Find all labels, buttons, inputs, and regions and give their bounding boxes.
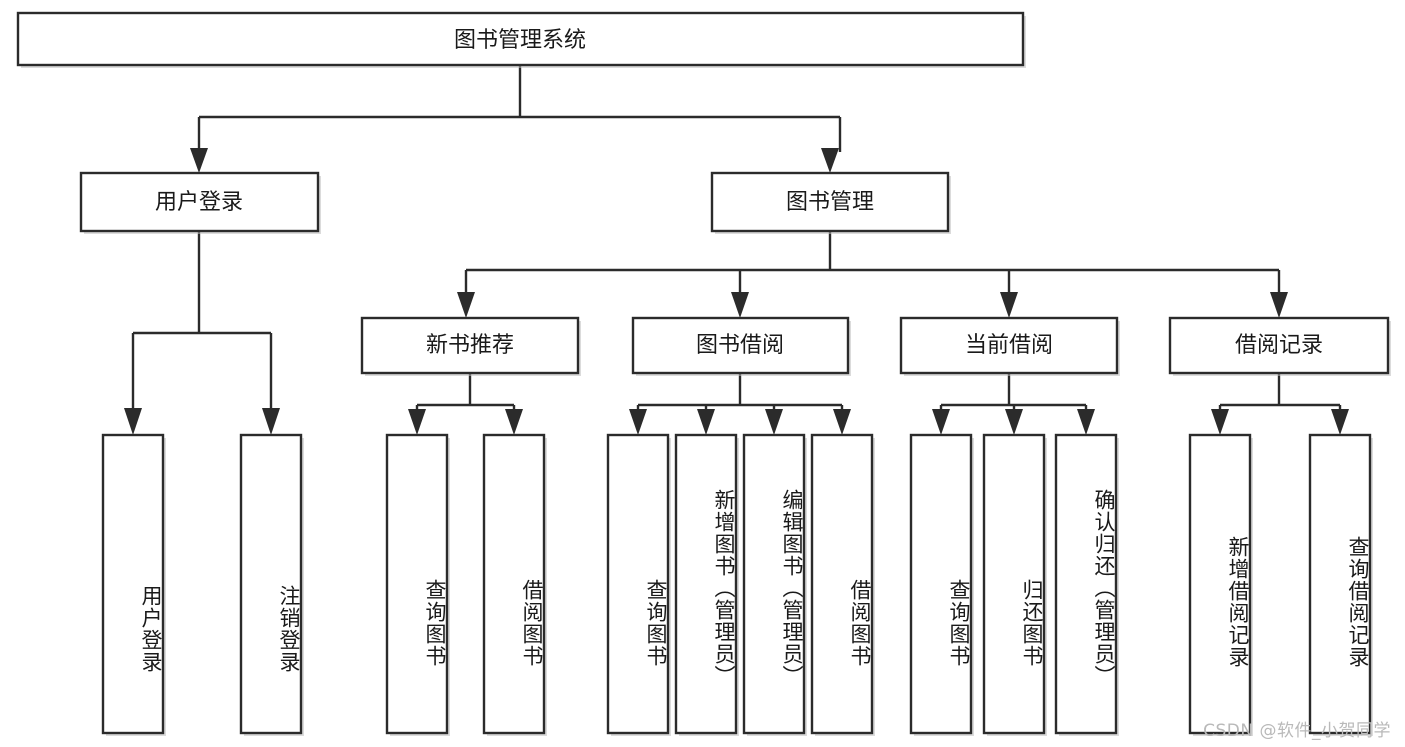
connector-root-to-level2 xyxy=(190,65,842,173)
leaf-box-logout[interactable] xyxy=(239,433,304,736)
leaf-box-return-book[interactable] xyxy=(982,433,1047,736)
leaf-box-user-login[interactable] xyxy=(101,433,166,736)
node-root[interactable]: 图书管理系统 xyxy=(16,11,1026,68)
connector-borrowrecord-to-leaves xyxy=(1211,373,1349,435)
node-user-login[interactable]: 用户登录 xyxy=(79,171,321,234)
node-user-login-label: 用户登录 xyxy=(155,190,243,215)
connector-bookmanage-to-level3 xyxy=(457,231,1288,318)
node-current-borrow[interactable]: 当前借阅 xyxy=(899,316,1120,376)
leaf-box-query-record[interactable] xyxy=(1308,433,1373,736)
csdn-watermark: CSDN @软件_小贺同学 xyxy=(1203,721,1391,741)
node-current-borrow-label: 当前借阅 xyxy=(965,333,1053,358)
leaf-box-borrow-book-1[interactable] xyxy=(482,433,547,736)
connector-userlogin-to-leaves xyxy=(124,231,280,435)
leaf-box-query-book-3[interactable] xyxy=(909,433,974,736)
connector-currentborrow-to-leaves xyxy=(932,373,1095,435)
leaf-box-edit-book[interactable] xyxy=(742,433,807,736)
node-book-manage-label: 图书管理 xyxy=(786,190,874,215)
leaf-box-query-book-1[interactable] xyxy=(385,433,450,736)
node-new-book-recommend-label: 新书推荐 xyxy=(426,333,514,358)
node-borrow-record-label: 借阅记录 xyxy=(1235,333,1323,358)
connector-newbook-to-leaves xyxy=(408,373,523,435)
node-new-book-recommend[interactable]: 新书推荐 xyxy=(360,316,581,376)
leaf-box-add-book[interactable] xyxy=(674,433,739,736)
leaf-box-query-book-2[interactable] xyxy=(606,433,671,736)
connector-bookborrow-to-leaves xyxy=(629,373,851,435)
node-book-borrow-label: 图书借阅 xyxy=(696,333,784,358)
node-book-borrow[interactable]: 图书借阅 xyxy=(631,316,851,376)
leaf-box-add-record[interactable] xyxy=(1188,433,1253,736)
leaf-box-borrow-book-2[interactable] xyxy=(810,433,875,736)
leaf-box-confirm-return[interactable] xyxy=(1054,433,1119,736)
node-root-label: 图书管理系统 xyxy=(454,28,586,53)
leaf-boxes xyxy=(101,433,1373,736)
node-borrow-record[interactable]: 借阅记录 xyxy=(1168,316,1391,376)
node-book-manage[interactable]: 图书管理 xyxy=(710,171,951,234)
